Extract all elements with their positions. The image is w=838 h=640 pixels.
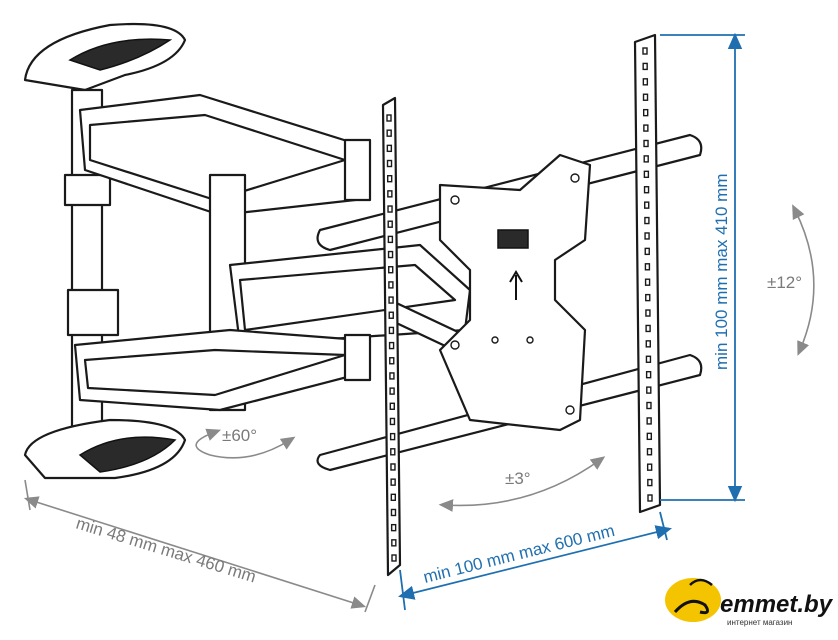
- rail-slot: [391, 554, 397, 562]
- rail-slot: [390, 508, 397, 517]
- logo-name: emmet.by: [720, 591, 834, 618]
- rail-slot: [645, 324, 651, 333]
- rail-slot: [390, 493, 397, 502]
- rail-slot: [387, 190, 393, 198]
- rail-slot: [390, 523, 397, 532]
- wall-plate: [23, 22, 187, 480]
- rail-slot: [390, 478, 396, 486]
- rail-slot: [644, 216, 650, 225]
- swing-arms: [73, 93, 472, 412]
- rail-slot: [645, 293, 651, 302]
- vertical-dimension-label: min 100 mm max 410 mm: [712, 174, 731, 371]
- rail-slot: [644, 263, 651, 271]
- rail-slot: [387, 235, 394, 244]
- vertical-rails: [381, 33, 662, 577]
- rail-slot: [646, 448, 653, 456]
- rail-slot: [642, 93, 649, 101]
- rail-slot: [645, 355, 652, 363]
- wall-distance-label: min 48 mm max 460 mm: [74, 514, 258, 587]
- logo-tagline: интернет магазин: [727, 618, 792, 627]
- rail-slot: [389, 387, 395, 395]
- vesa-plate: [438, 153, 592, 432]
- horizontal-dimension-line: [398, 525, 672, 600]
- rail-slot: [386, 174, 393, 183]
- emmet-logo[interactable]: emmet.by интернет магазин: [665, 578, 834, 627]
- rail-slot: [390, 463, 396, 471]
- rail-slot: [386, 114, 392, 122]
- rail-slot: [646, 432, 653, 441]
- rail-slot: [644, 201, 650, 209]
- rail-slot: [386, 159, 393, 168]
- swivel-angle-label: ±60°: [222, 426, 257, 445]
- rail-slot: [643, 170, 650, 179]
- rail-slot: [390, 448, 396, 456]
- rail-slot: [387, 250, 394, 259]
- rail-slot: [387, 205, 393, 213]
- rail-slot: [388, 311, 394, 319]
- rail-slot: [644, 232, 650, 240]
- rail-slot: [388, 281, 394, 289]
- rail-slot: [387, 220, 393, 228]
- rotation-angle-label: ±3°: [505, 469, 531, 488]
- rail-slot: [391, 539, 397, 547]
- rail-slot: [647, 478, 653, 487]
- rail-slot: [389, 357, 395, 365]
- rail-slot: [388, 296, 394, 304]
- rail-slot: [386, 144, 393, 153]
- rail-slot: [646, 386, 652, 394]
- swivel-arrow: [195, 428, 296, 459]
- rail-slot: [644, 247, 650, 256]
- rail-slot: [388, 266, 394, 274]
- rail-slot: [388, 341, 395, 350]
- rotation-arrow: [438, 456, 606, 512]
- rail-slot: [643, 139, 649, 148]
- tilt-arrow: [792, 204, 815, 356]
- rail-slot: [389, 417, 396, 426]
- rail-slot: [643, 186, 650, 194]
- rail-slot: [386, 129, 392, 137]
- rail-slot: [389, 402, 395, 410]
- rail-slot: [643, 124, 649, 132]
- rail-slot: [646, 417, 652, 425]
- rail-slot: [642, 47, 648, 55]
- rail-slot: [389, 372, 395, 380]
- rail-slot: [646, 401, 652, 410]
- tilt-angle-label: ±12°: [767, 273, 802, 292]
- rail-slot: [642, 62, 648, 71]
- rail-slot: [645, 309, 651, 317]
- wall-distance-line: [23, 496, 367, 609]
- rail-slot: [642, 108, 649, 117]
- rail-slot: [642, 78, 649, 86]
- rail-slot: [389, 432, 396, 441]
- rail-slot: [644, 278, 651, 286]
- rail-slot: [388, 326, 395, 335]
- rail-slot: [646, 463, 653, 471]
- rail-slot: [645, 370, 652, 379]
- horizontal-dimension-label: min 100 mm max 600 mm: [421, 521, 616, 587]
- rail-slot: [643, 155, 649, 163]
- rail-slot: [647, 494, 653, 502]
- rail-slot: [645, 340, 651, 348]
